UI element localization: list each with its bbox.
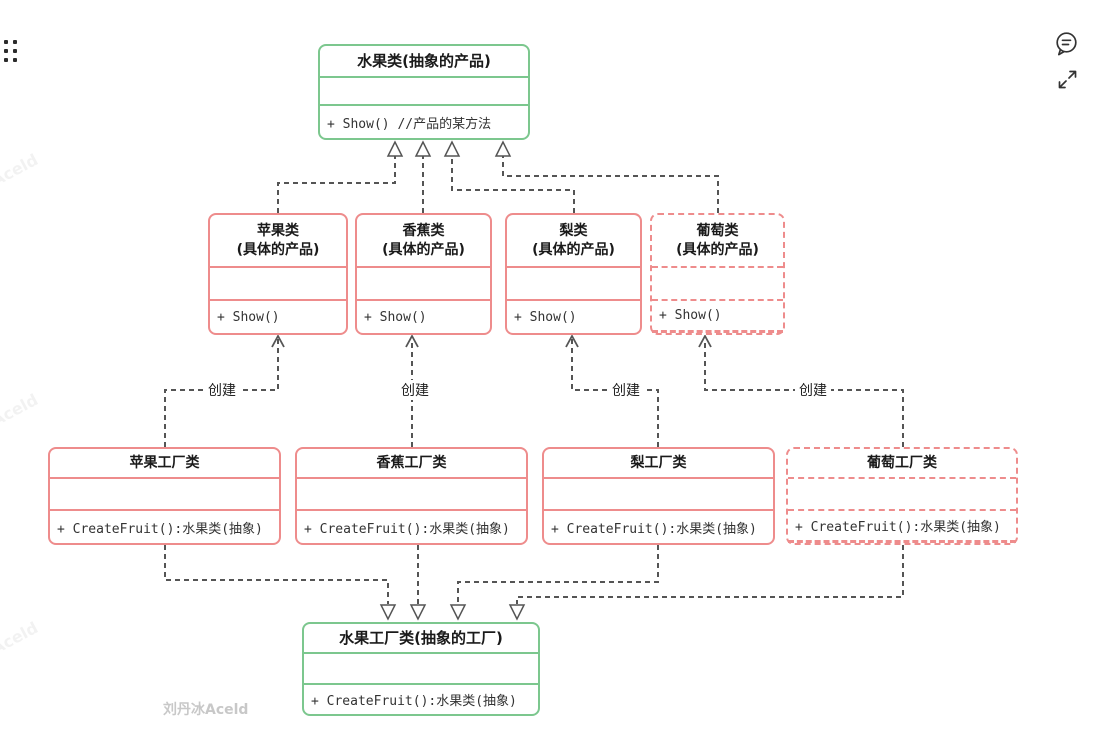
method-text: + CreateFruit():水果类(抽象) [311, 694, 517, 709]
edge-grape-inherits-fruit [494, 140, 719, 213]
class-title-text: 香蕉类 [402, 222, 445, 239]
edge-label-create: 创建 [608, 380, 644, 400]
class-title: 梨工厂类 [544, 449, 773, 479]
class-methods: + CreateFruit():水果类(抽象) [544, 511, 773, 543]
inheritance-arrowhead [386, 140, 404, 157]
edge-label-create: 创建 [397, 380, 433, 400]
class-title-text: 苹果工厂类 [129, 454, 200, 471]
class-attributes [50, 479, 279, 511]
dependency-arrowhead [565, 334, 579, 348]
edge-label-create: 创建 [204, 380, 240, 400]
dependency-arrowhead [698, 334, 712, 348]
class-methods: + Show() [357, 301, 490, 333]
class-box-apple[interactable]: 苹果类 (具体的产品) + Show() [208, 213, 348, 335]
class-attributes [320, 78, 528, 106]
inheritance-arrowhead [443, 140, 461, 157]
grip-dot [13, 49, 17, 53]
class-box-apple-factory[interactable]: 苹果工厂类 + CreateFruit():水果类(抽象) [48, 447, 281, 545]
method-text: + Show() [659, 308, 722, 323]
edge-banana-factory-inherits-fruit-factory [409, 545, 427, 621]
edge-apple-factory-creates-apple [164, 334, 285, 447]
comment-icon[interactable] [1053, 30, 1080, 59]
class-title: 水果工厂类(抽象的工厂) [304, 624, 538, 654]
class-methods: + CreateFruit():水果类(抽象) [50, 511, 279, 543]
class-title: 香蕉类 (具体的产品) [357, 215, 490, 268]
class-title-text: 香蕉工厂类 [376, 454, 447, 471]
edge-banana-inherits-fruit [414, 140, 432, 213]
grip-dot [4, 49, 8, 53]
class-methods: + CreateFruit():水果类(抽象) [297, 511, 526, 543]
class-attributes [544, 479, 773, 511]
class-subtitle-text: (具体的产品) [382, 241, 465, 258]
class-box-pear-factory[interactable]: 梨工厂类 + CreateFruit():水果类(抽象) [542, 447, 775, 545]
method-text: + Show() [514, 309, 577, 325]
grip-dot [4, 40, 8, 44]
inheritance-arrowhead [379, 604, 397, 621]
class-attributes [210, 268, 346, 301]
inheritance-arrowhead [449, 604, 467, 621]
class-subtitle-text: (具体的产品) [532, 241, 615, 258]
class-title-text: 梨工厂类 [630, 454, 687, 471]
inheritance-arrowhead [508, 604, 526, 621]
class-methods: + Show() [507, 301, 640, 333]
inheritance-arrowhead [409, 604, 427, 621]
class-attributes [304, 654, 538, 685]
class-title: 苹果类 (具体的产品) [210, 215, 346, 268]
class-subtitle-text: (具体的产品) [236, 241, 320, 258]
class-title-text: 梨类 [559, 222, 588, 239]
method-text: + Show() [364, 309, 427, 325]
edge-apple-factory-inherits-fruit-factory [164, 545, 397, 621]
class-attributes [652, 268, 783, 301]
class-subtitle-text: (具体的产品) [676, 241, 759, 258]
dependency-arrowhead [405, 334, 419, 348]
expand-icon[interactable] [1056, 68, 1079, 91]
class-title-text: 苹果类 [257, 222, 299, 239]
class-attributes [788, 479, 1016, 511]
class-methods: + Show() [210, 301, 346, 333]
class-box-grape-factory[interactable]: 葡萄工厂类 + CreateFruit():水果类(抽象) [786, 447, 1018, 545]
method-text: + Show() [217, 309, 280, 325]
class-attributes [357, 268, 490, 301]
class-methods: + CreateFruit():水果类(抽象) [788, 511, 1016, 543]
edge-grape-factory-inherits-fruit-factory [508, 545, 904, 621]
method-text: + Show() //产品的某方法 [327, 116, 492, 132]
grip-dot [13, 58, 17, 62]
class-title-text: 葡萄类 [696, 222, 739, 239]
class-box-abstract-product[interactable]: 水果类(抽象的产品) + Show() //产品的某方法 [318, 44, 530, 140]
class-box-banana-factory[interactable]: 香蕉工厂类 + CreateFruit():水果类(抽象) [295, 447, 528, 545]
class-methods: + Show() //产品的某方法 [320, 106, 528, 138]
class-title: 香蕉工厂类 [297, 449, 526, 479]
class-title: 葡萄类 (具体的产品) [652, 215, 783, 268]
class-title-text: 水果工厂类(抽象的工厂) [339, 628, 503, 647]
class-methods: + Show() [652, 301, 783, 333]
edge-apple-inherits-fruit [277, 140, 404, 213]
class-attributes [507, 268, 640, 301]
class-title: 葡萄工厂类 [788, 449, 1016, 479]
class-title: 梨类 (具体的产品) [507, 215, 640, 268]
method-text: + CreateFruit():水果类(抽象) [304, 521, 510, 537]
method-text: + CreateFruit():水果类(抽象) [57, 521, 263, 537]
method-text: + CreateFruit():水果类(抽象) [795, 520, 1001, 535]
drag-handle-icon[interactable] [4, 40, 17, 62]
grip-dot [13, 40, 17, 44]
class-box-banana[interactable]: 香蕉类 (具体的产品) + Show() [355, 213, 492, 335]
class-title-text: 葡萄工厂类 [867, 454, 937, 471]
class-attributes [297, 479, 526, 511]
edge-pear-inherits-fruit [443, 140, 575, 213]
inheritance-arrowhead [494, 140, 512, 157]
inheritance-arrowhead [414, 140, 432, 157]
grip-dot [4, 58, 8, 62]
method-text: + CreateFruit():水果类(抽象) [551, 521, 757, 537]
class-title: 苹果工厂类 [50, 449, 279, 479]
class-box-pear[interactable]: 梨类 (具体的产品) + Show() [505, 213, 642, 335]
dependency-arrowhead [271, 334, 285, 348]
class-title: 水果类(抽象的产品) [320, 46, 528, 78]
class-methods: + CreateFruit():水果类(抽象) [304, 685, 538, 714]
edge-pear-factory-inherits-fruit-factory [449, 545, 659, 621]
class-box-grape[interactable]: 葡萄类 (具体的产品) + Show() [650, 213, 785, 335]
class-title-text: 水果类(抽象的产品) [357, 51, 491, 70]
class-box-abstract-factory[interactable]: 水果工厂类(抽象的工厂) + CreateFruit():水果类(抽象) [302, 622, 540, 716]
edge-label-create: 创建 [795, 380, 831, 400]
